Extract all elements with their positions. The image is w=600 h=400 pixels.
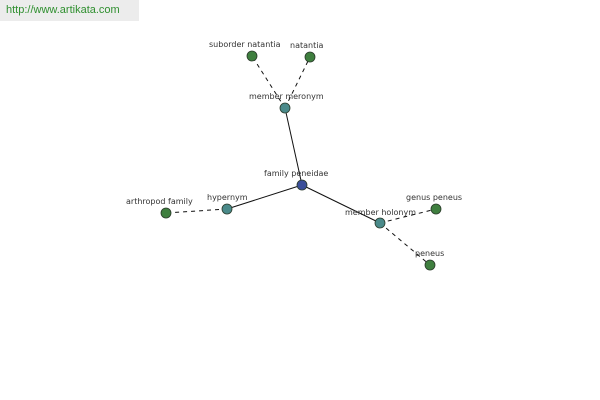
node-arthropod-family[interactable]: arthropod family xyxy=(126,197,193,219)
node-label-arthropod-family: arthropod family xyxy=(126,197,193,206)
node-natantia[interactable]: natantia xyxy=(290,41,323,63)
node-label-member-holonym: member holonym xyxy=(345,208,416,217)
nodes: member meronym suborder natantia natantia h… xyxy=(126,40,462,271)
node-hypernym[interactable]: hypernym xyxy=(207,193,248,215)
node-genus-peneus[interactable]: genus peneus xyxy=(406,193,462,215)
node-label-genus-peneus: genus peneus xyxy=(406,193,462,202)
node-dot-genus-peneus[interactable] xyxy=(430,203,442,215)
node-dot-family-peneidae[interactable] xyxy=(296,179,308,191)
edge-hypernym-to-arthropod-family xyxy=(165,208,228,214)
node-dot-natantia[interactable] xyxy=(304,51,316,63)
edge-member-holonym-to-genus-peneus xyxy=(379,208,437,224)
edge-family-peneidae-to-member-holonym xyxy=(301,184,381,224)
node-label-family-peneidae: family peneidae xyxy=(264,169,328,178)
watermark-link[interactable]: http://www.artikata.com xyxy=(0,0,139,21)
edge-member-meronym-to-natantia xyxy=(284,56,311,109)
node-label-member-meronym: member meronym xyxy=(249,92,324,101)
node-dot-suborder-natantia[interactable] xyxy=(246,50,258,62)
edges xyxy=(165,55,437,266)
node-family-peneidae[interactable]: family peneidae xyxy=(264,169,328,191)
node-dot-arthropod-family[interactable] xyxy=(160,207,172,219)
edge-member-meronym-to-suborder-natantia xyxy=(251,55,286,109)
node-label-suborder-natantia: suborder natantia xyxy=(209,40,281,49)
node-dot-member-meronym[interactable] xyxy=(279,102,291,114)
node-dot-hypernym[interactable] xyxy=(221,203,233,215)
node-dot-peneus[interactable] xyxy=(424,259,436,271)
node-dot-member-holonym[interactable] xyxy=(374,217,386,229)
node-label-hypernym: hypernym xyxy=(207,193,248,202)
node-member-meronym[interactable]: member meronym xyxy=(249,92,324,114)
edge-member-holonym-to-peneus xyxy=(379,222,431,266)
node-label-peneus: peneus xyxy=(415,249,444,258)
edge-family-peneidae-to-hypernym xyxy=(226,184,303,210)
node-peneus[interactable]: peneus xyxy=(415,249,444,271)
node-suborder-natantia[interactable]: suborder natantia xyxy=(209,40,281,62)
edge-family-peneidae-to-member-meronym xyxy=(284,107,303,186)
node-label-natantia: natantia xyxy=(290,41,323,50)
node-member-holonym[interactable]: member holonym xyxy=(345,208,416,229)
